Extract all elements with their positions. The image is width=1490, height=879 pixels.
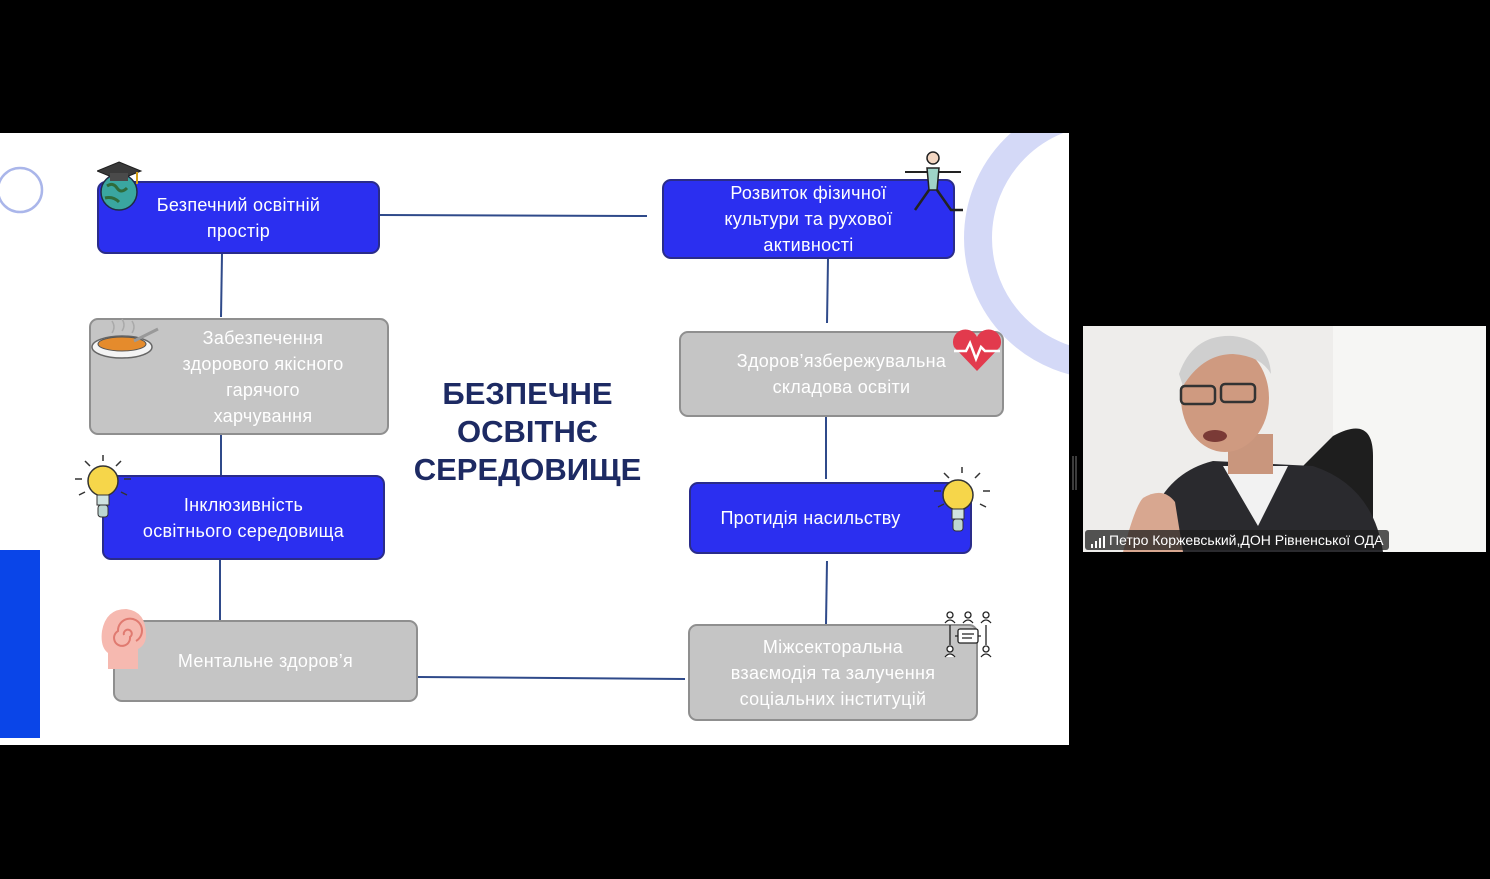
decor-side-bar: [0, 550, 40, 738]
box-inclusiveness-label: Інклюзивність освітнього середовища: [142, 494, 345, 541]
box-physical-culture-label: Розвиток фізичної культури та рухової ак…: [724, 183, 893, 255]
box-physical-culture: Розвиток фізичної культури та рухової ак…: [662, 179, 955, 259]
head-spiral-icon: [101, 609, 146, 669]
box-mental-health: Ментальне здоров’я: [113, 620, 418, 702]
box-mental-health-label: Ментальне здоров’я: [177, 651, 354, 671]
participant-video[interactable]: Петро Коржевський,ДОН Рівненської ОДА: [1083, 326, 1486, 552]
box-intersectoral: Міжсекторальна взаємодія та залучення со…: [688, 624, 978, 721]
box-hot-meals-label: Забезпечення здорового якісного гарячого…: [182, 327, 344, 426]
signal-strength-icon: [1091, 536, 1105, 548]
lightbulb-icon: [75, 455, 131, 518]
box-hot-meals: Забезпечення здорового якісного гарячого…: [89, 318, 389, 435]
lightbulb-icon: [934, 467, 990, 532]
panel-resize-handle[interactable]: [1072, 456, 1078, 490]
connector-lines: [219, 214, 829, 680]
box-anti-violence: Протидія насильству: [689, 482, 972, 554]
participant-name: Петро Коржевський,ДОН Рівненської ОДА: [1109, 532, 1384, 548]
participant-video-feed: [1083, 326, 1486, 552]
heartbeat-icon: [952, 329, 1002, 371]
box-anti-violence-label: Протидія насильству: [720, 508, 901, 528]
box-safe-space-label: Безпечний освітній простір: [156, 194, 321, 241]
graduation-globe-icon: [97, 161, 143, 211]
box-health-saving: Здоров’язбережувальна складова освіти: [679, 331, 1004, 417]
decor-small-ring: [0, 166, 44, 214]
decor-large-ring: [964, 133, 1069, 375]
box-health-saving-label: Здоров’язбережувальна складова освіти: [736, 351, 947, 397]
box-safe-space: Безпечний освітній простір: [97, 181, 380, 254]
participant-name-label: Петро Коржевський,ДОН Рівненської ОДА: [1085, 530, 1390, 550]
fitness-person-icon: [905, 151, 963, 212]
box-inclusiveness: Інклюзивність освітнього середовища: [102, 475, 385, 560]
soup-bowl-icon: [91, 318, 159, 359]
slide-title: БЕЗПЕЧНЕ ОСВІТНЄ СЕРЕДОВИЩЕ: [413, 376, 642, 487]
box-intersectoral-label: Міжсекторальна взаємодія та залучення со…: [730, 636, 936, 709]
network-people-icon: [944, 611, 992, 658]
presentation-slide: Безпечний освітній простір Розвиток фізи…: [0, 133, 1069, 745]
slide-decorations: [0, 133, 1069, 738]
